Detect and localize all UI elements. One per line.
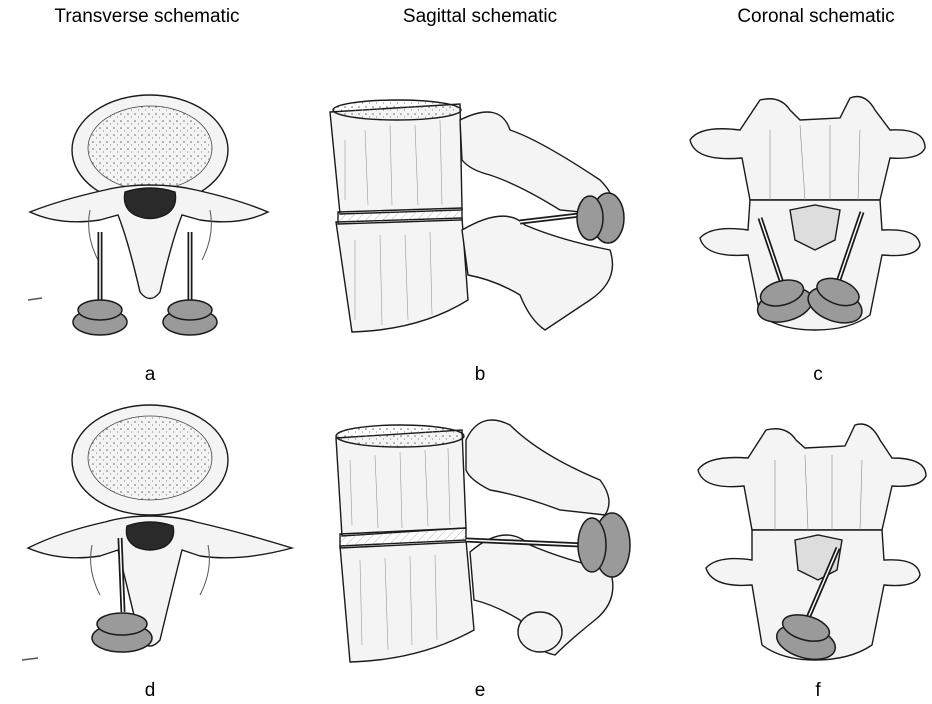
panel-label-a: a [145,364,156,386]
panel-c-coronal-bilateral [690,97,925,331]
panel-label-d: d [145,680,156,702]
vertebra-transverse-view [28,95,268,300]
panel-f-coronal-unilateral [698,424,926,665]
panel-e-sagittal-unilateral [336,420,630,662]
panel-d-transverse-unilateral [22,405,292,660]
panel-label-f: f [815,680,820,702]
panel-a-transverse-bilateral [28,95,268,335]
panel-label-e: e [475,680,486,702]
panel-b-sagittal-bilateral [330,100,624,332]
implant-left [73,232,127,335]
vertebra-transverse-view-d [22,405,292,660]
panel-label-b: b [475,364,486,386]
panel-label-c: c [813,364,823,386]
